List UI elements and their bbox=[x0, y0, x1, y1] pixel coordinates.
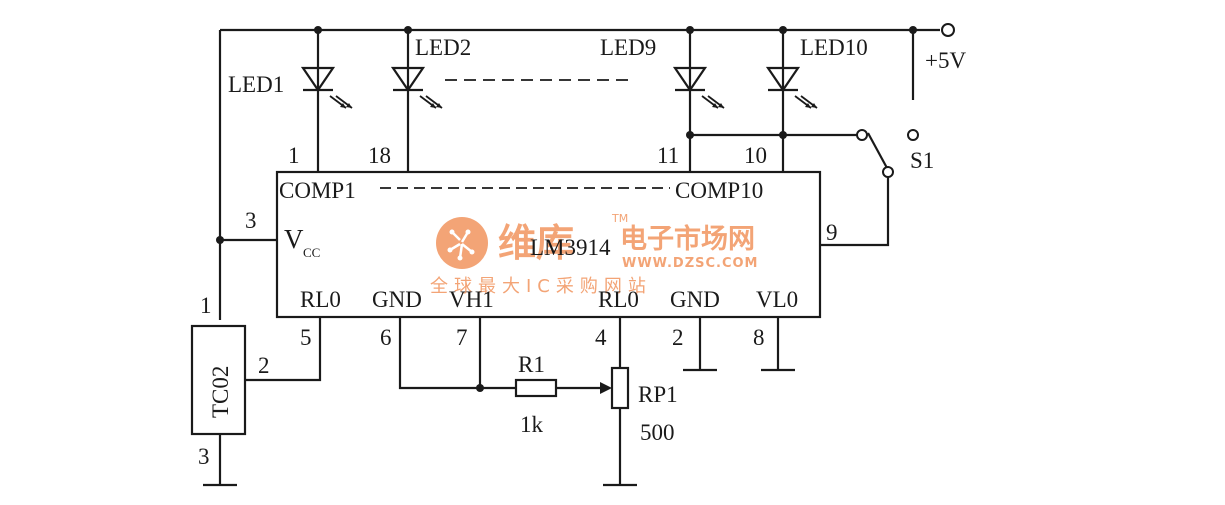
watermark-trademark: TM bbox=[611, 212, 628, 225]
lm3914-chip-body bbox=[275, 170, 822, 319]
watermark-tagline: 电子市场网 bbox=[620, 223, 755, 255]
potentiometer-rp1-icon bbox=[610, 366, 630, 410]
pin-number-18: 18 bbox=[368, 143, 391, 168]
supply-terminal bbox=[941, 23, 955, 37]
pin-number-8: 8 bbox=[753, 325, 765, 350]
junction-dot bbox=[314, 26, 322, 34]
tc02-pin-3: 3 bbox=[198, 444, 210, 469]
junction-dot bbox=[779, 131, 787, 139]
pin-number-4: 4 bbox=[595, 325, 607, 350]
watermark-brand: 维库 bbox=[498, 221, 574, 265]
junction-dot bbox=[686, 131, 694, 139]
switch-s1-label: S1 bbox=[910, 148, 934, 173]
watermark-logo-icon bbox=[436, 217, 488, 269]
switch-s1-contact-right bbox=[907, 129, 919, 141]
pin-number-9: 9 bbox=[826, 220, 838, 245]
led9-label: LED9 bbox=[600, 35, 656, 60]
resistor-r1-value: 1k bbox=[520, 412, 544, 437]
resistor-r1-icon bbox=[514, 378, 558, 398]
junction-dot bbox=[476, 384, 484, 392]
tc02-sensor-label: TC02 bbox=[208, 366, 233, 418]
pin-number-10: 10 bbox=[744, 143, 767, 168]
junction-dot bbox=[404, 26, 412, 34]
junction-dot bbox=[686, 26, 694, 34]
led9-icon bbox=[672, 30, 725, 172]
watermark-url: WWW.DZSC.COM bbox=[622, 256, 758, 271]
pin-number-11: 11 bbox=[657, 143, 679, 168]
pin-number-3: 3 bbox=[245, 208, 257, 233]
watermark-subtitle: 全球最大IC采购网站 bbox=[430, 276, 652, 297]
switch-s1-contact-bottom bbox=[882, 166, 894, 178]
pot-wiper-arrow-icon bbox=[600, 382, 612, 394]
pin-number-5: 5 bbox=[300, 325, 312, 350]
rlo-right-label: RL0 bbox=[598, 287, 639, 312]
vlo-label: VL0 bbox=[756, 287, 798, 312]
junction-dot bbox=[909, 26, 917, 34]
pin-number-6: 6 bbox=[380, 325, 392, 350]
switch-s1-contact-left bbox=[856, 129, 868, 141]
gnd-left-label: GND bbox=[372, 287, 422, 312]
potentiometer-rp1-label: RP1 bbox=[638, 382, 678, 407]
potentiometer-rp1-value: 500 bbox=[640, 420, 675, 445]
watermark: 维库 TM 电子市场网 WWW.DZSC.COM 全球最大IC采购网站 bbox=[430, 212, 758, 297]
pin-number-2: 2 bbox=[672, 325, 684, 350]
comp1-label: COMP1 bbox=[279, 178, 356, 203]
led1-label: LED1 bbox=[228, 72, 284, 97]
vcc-subscript: CC bbox=[303, 245, 320, 260]
pin-number-1: 1 bbox=[288, 143, 300, 168]
led2-label: LED2 bbox=[415, 35, 471, 60]
led2-icon bbox=[390, 30, 443, 172]
junction-dot bbox=[216, 236, 224, 244]
supply-label: +5V bbox=[925, 48, 966, 73]
lm3914-chip-name: LM3914 bbox=[530, 235, 611, 260]
gnd-right-label: GND bbox=[670, 287, 720, 312]
switch-s1-to-pin9-wire bbox=[820, 177, 890, 247]
junction-dot bbox=[779, 26, 787, 34]
tc02-pin-1: 1 bbox=[200, 293, 212, 318]
resistor-r1-label: R1 bbox=[518, 352, 545, 377]
rlo-left-label: RL0 bbox=[300, 287, 341, 312]
vcc-label: V bbox=[284, 224, 304, 254]
tc02-sensor-body bbox=[190, 324, 247, 436]
led1-icon bbox=[300, 30, 353, 172]
pin-number-7: 7 bbox=[456, 325, 468, 350]
tc02-pin-2: 2 bbox=[258, 353, 270, 378]
comp10-label: COMP10 bbox=[675, 178, 763, 203]
switch-s1-blade bbox=[867, 132, 888, 169]
vhi-label: VH1 bbox=[449, 287, 494, 312]
led10-label: LED10 bbox=[800, 35, 868, 60]
led10-icon bbox=[765, 30, 818, 172]
pin5-wire bbox=[245, 317, 322, 382]
